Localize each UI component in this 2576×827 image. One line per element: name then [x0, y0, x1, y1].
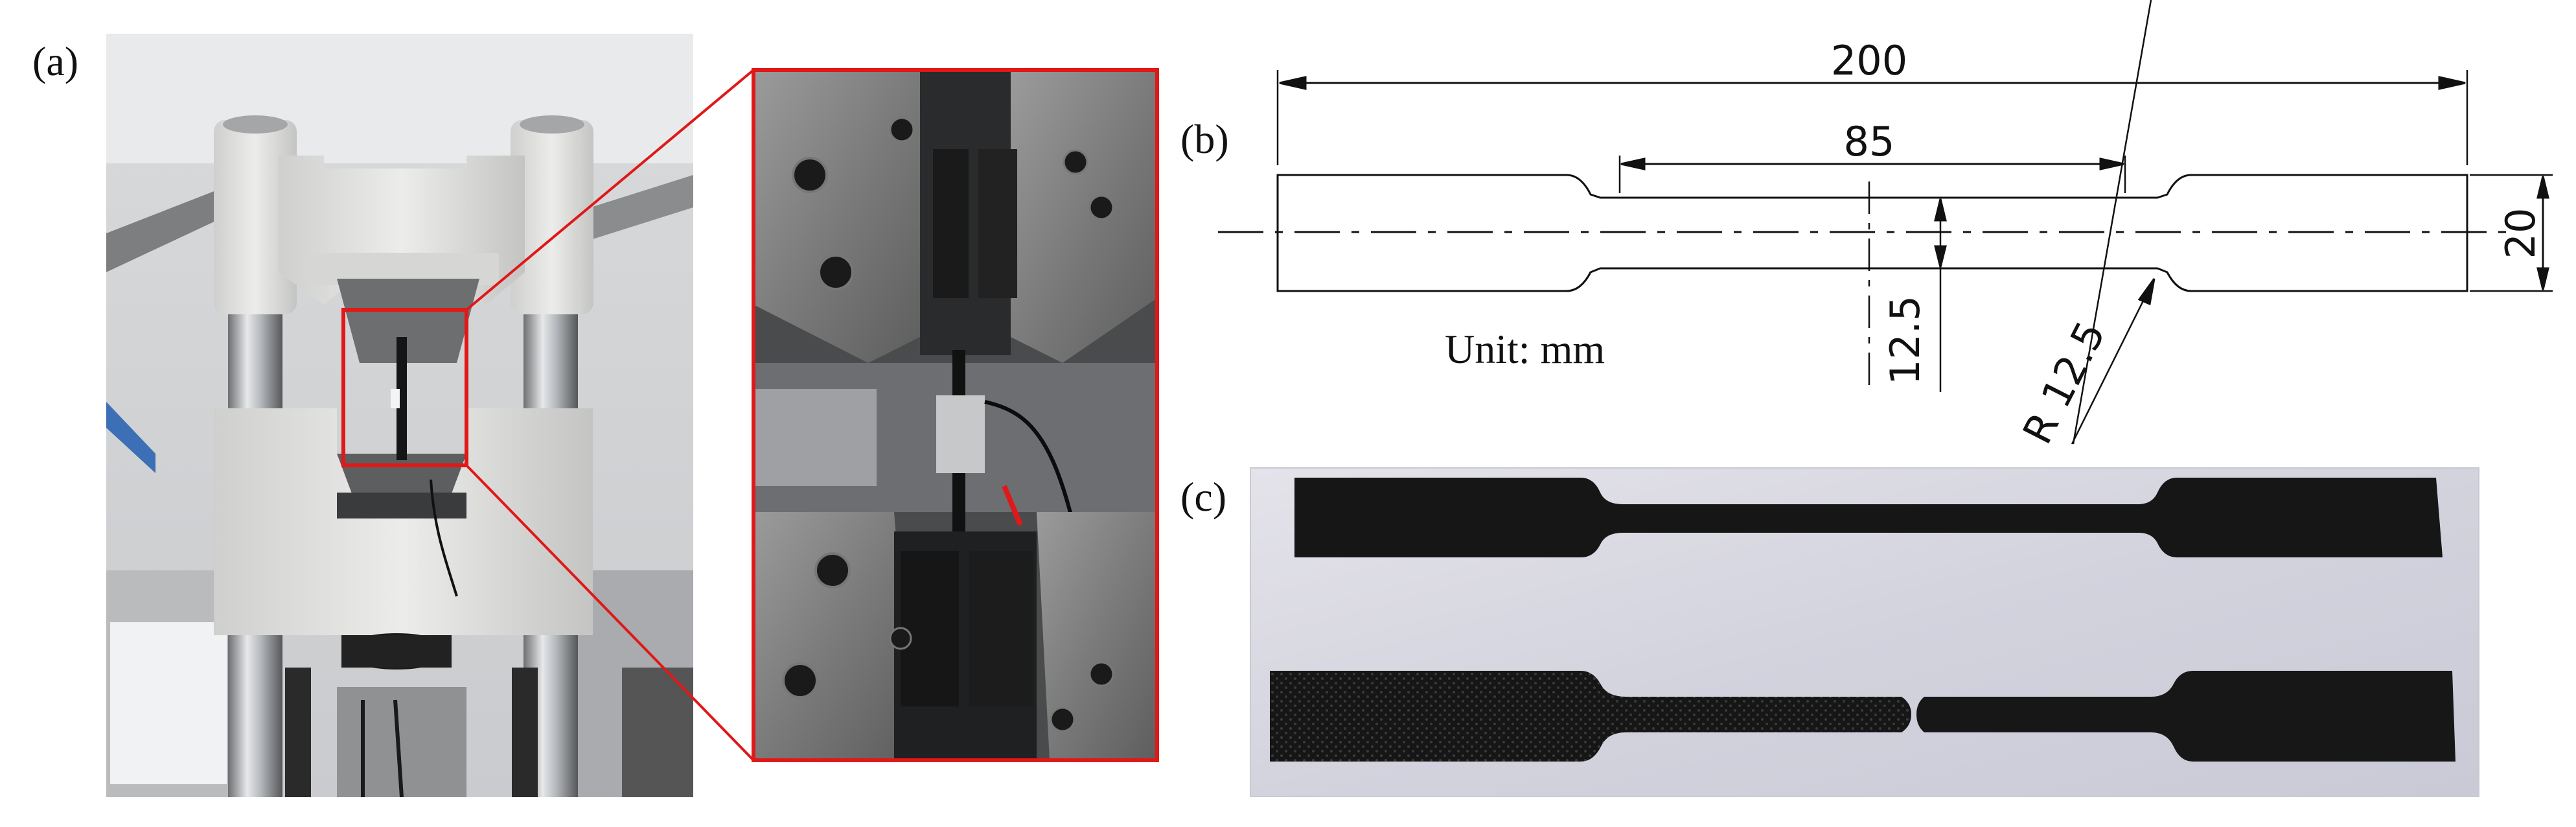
load-cell-body	[341, 635, 452, 668]
arrow	[2536, 176, 2549, 199]
dim-label-gauge: 85	[1844, 118, 1895, 165]
specimen-outline	[1276, 174, 2468, 292]
arrow	[1620, 157, 1646, 170]
fractured-specimen-left	[1270, 671, 1911, 762]
fractured-specimen-right	[1916, 671, 2455, 762]
specimen-in-machine	[397, 337, 407, 460]
screw-left	[285, 668, 311, 797]
upper-wedge-left	[933, 149, 969, 298]
specimens-photo	[1250, 468, 2479, 797]
specimen-intact	[1294, 478, 2443, 557]
arrow	[2536, 267, 2549, 290]
bolt	[1063, 149, 1088, 175]
bolt	[1088, 661, 1114, 687]
column-cap-top-right	[520, 115, 584, 134]
radius-leader-line	[2071, 278, 2156, 445]
bolt	[1088, 194, 1114, 220]
panel-label-a: (a)	[32, 38, 79, 84]
lower-grip-plate	[337, 493, 466, 518]
arrow	[2099, 157, 2124, 170]
bolt	[889, 117, 915, 143]
lower-wedge-right	[969, 551, 1033, 706]
ceiling-beam-right	[570, 175, 693, 246]
zoom-line-top	[465, 69, 755, 311]
dim-label-radius: R 12.5	[2014, 314, 2115, 451]
zoom-line-bottom	[465, 464, 755, 762]
panel-c-frame	[1250, 467, 2479, 797]
lower-jaw-left	[753, 512, 914, 760]
dim-label-width: 20	[2497, 208, 2544, 259]
base-cable-2	[393, 699, 404, 797]
bolt	[792, 157, 828, 193]
inset-frame	[752, 68, 1159, 762]
radius-leader	[2072, 0, 2152, 445]
ceiling	[106, 34, 693, 163]
bolt	[814, 552, 851, 588]
dim-label-gauge-width: 12.5	[1881, 296, 1929, 385]
bolt	[889, 627, 912, 650]
panel-label-b: (b)	[1180, 116, 1229, 162]
lower-wedge-left	[901, 551, 959, 706]
column-cap-top-left	[223, 115, 288, 134]
arrow	[1934, 198, 1947, 222]
column-cap-right	[511, 120, 593, 314]
upper-jaw-left	[753, 70, 920, 363]
arrow	[2438, 76, 2466, 90]
background-shelf	[753, 389, 877, 486]
upper-grip	[337, 279, 479, 363]
blue-rail	[106, 402, 155, 473]
bolt	[818, 254, 854, 290]
arrow	[1279, 76, 1307, 90]
panel-label-c: (c)	[1180, 474, 1227, 520]
lower-jaw-right	[1037, 512, 1157, 760]
dim-label-overall: 200	[1831, 37, 1907, 84]
unit-note: Unit: mm	[1445, 326, 1605, 372]
bolt	[782, 662, 818, 699]
specimen-drawing	[1218, 0, 2553, 445]
machine-photo	[106, 34, 693, 797]
extensometer-clip	[936, 395, 985, 473]
upper-wedge-right	[978, 149, 1017, 298]
lower-crosshead	[214, 408, 593, 635]
chair	[622, 668, 693, 797]
window-left	[110, 622, 227, 784]
grip-closeup-photo	[753, 70, 1157, 760]
highlight-box	[341, 308, 468, 467]
cable	[430, 479, 458, 597]
screw-right	[512, 668, 538, 797]
red-cable-tie	[1002, 485, 1023, 526]
arrow	[1934, 245, 1947, 268]
extensometer	[391, 389, 400, 408]
arrow	[2137, 278, 2156, 306]
bolt	[1050, 706, 1075, 732]
column-cap-left	[214, 120, 297, 314]
upper-jaw-right	[1011, 70, 1157, 363]
